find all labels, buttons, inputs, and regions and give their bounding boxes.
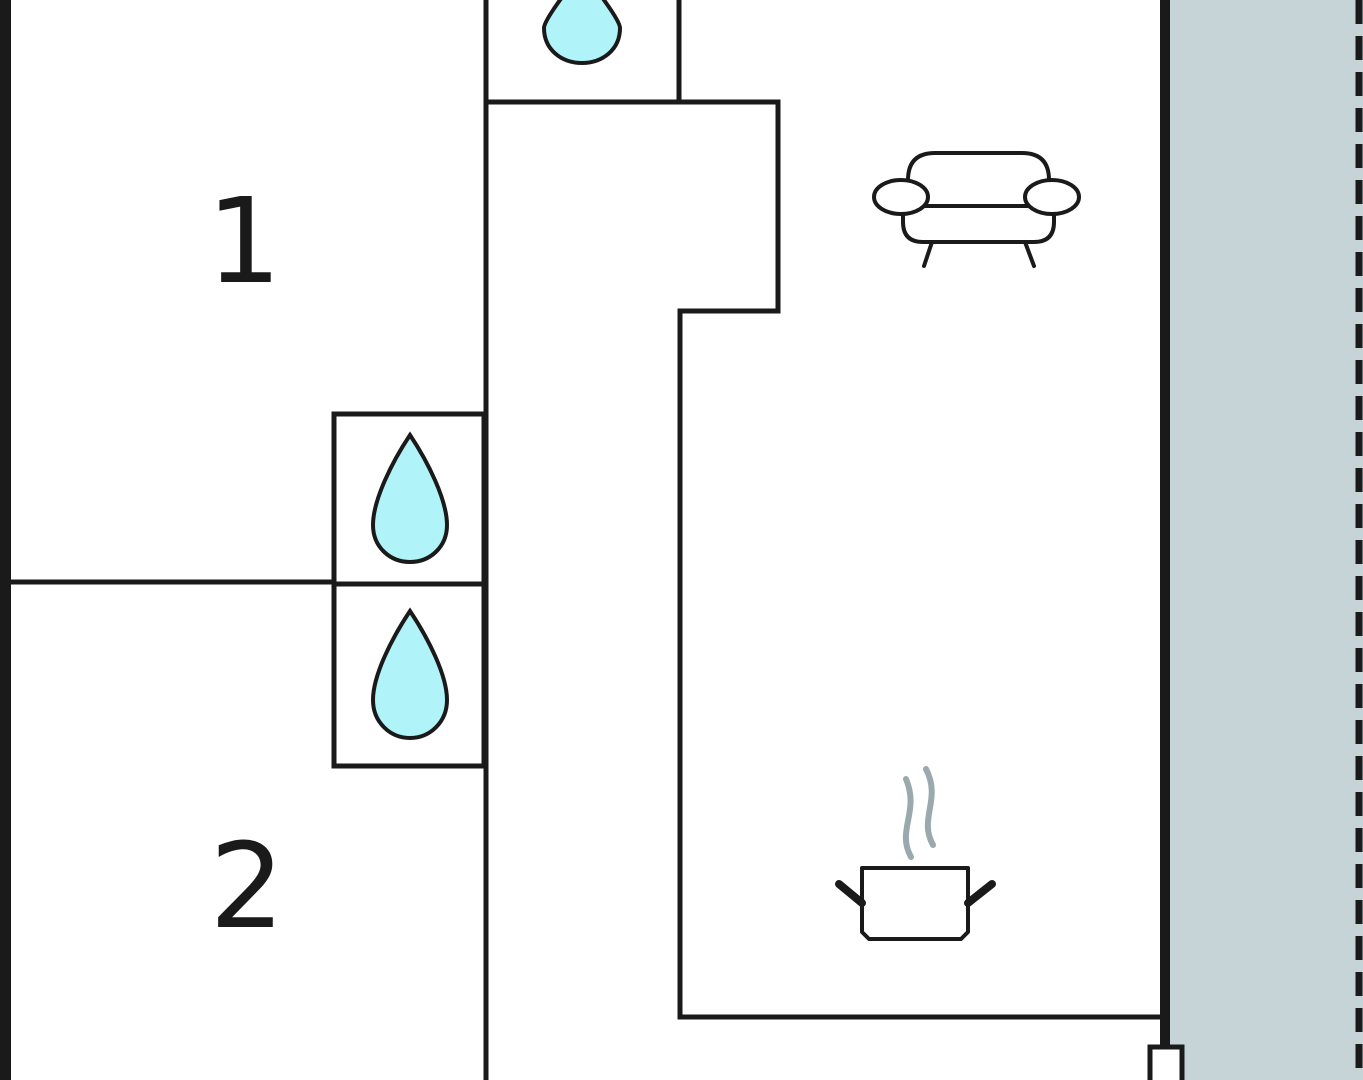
top-bathroom-walls — [483, 0, 682, 105]
room-label-2: 2 — [209, 817, 285, 955]
sofa-icon — [872, 151, 1081, 268]
outside-area — [1168, 0, 1363, 1080]
water-drop-icon — [370, 607, 450, 741]
corridor-walls — [483, 99, 1165, 1080]
water-drop-icon — [541, 0, 623, 66]
door-marker — [1147, 1044, 1185, 1080]
water-drop-icon — [370, 431, 450, 565]
cooking-pot-icon — [835, 766, 996, 941]
bathroom-2-walls — [331, 581, 487, 769]
room-label-1: 1 — [206, 172, 282, 310]
